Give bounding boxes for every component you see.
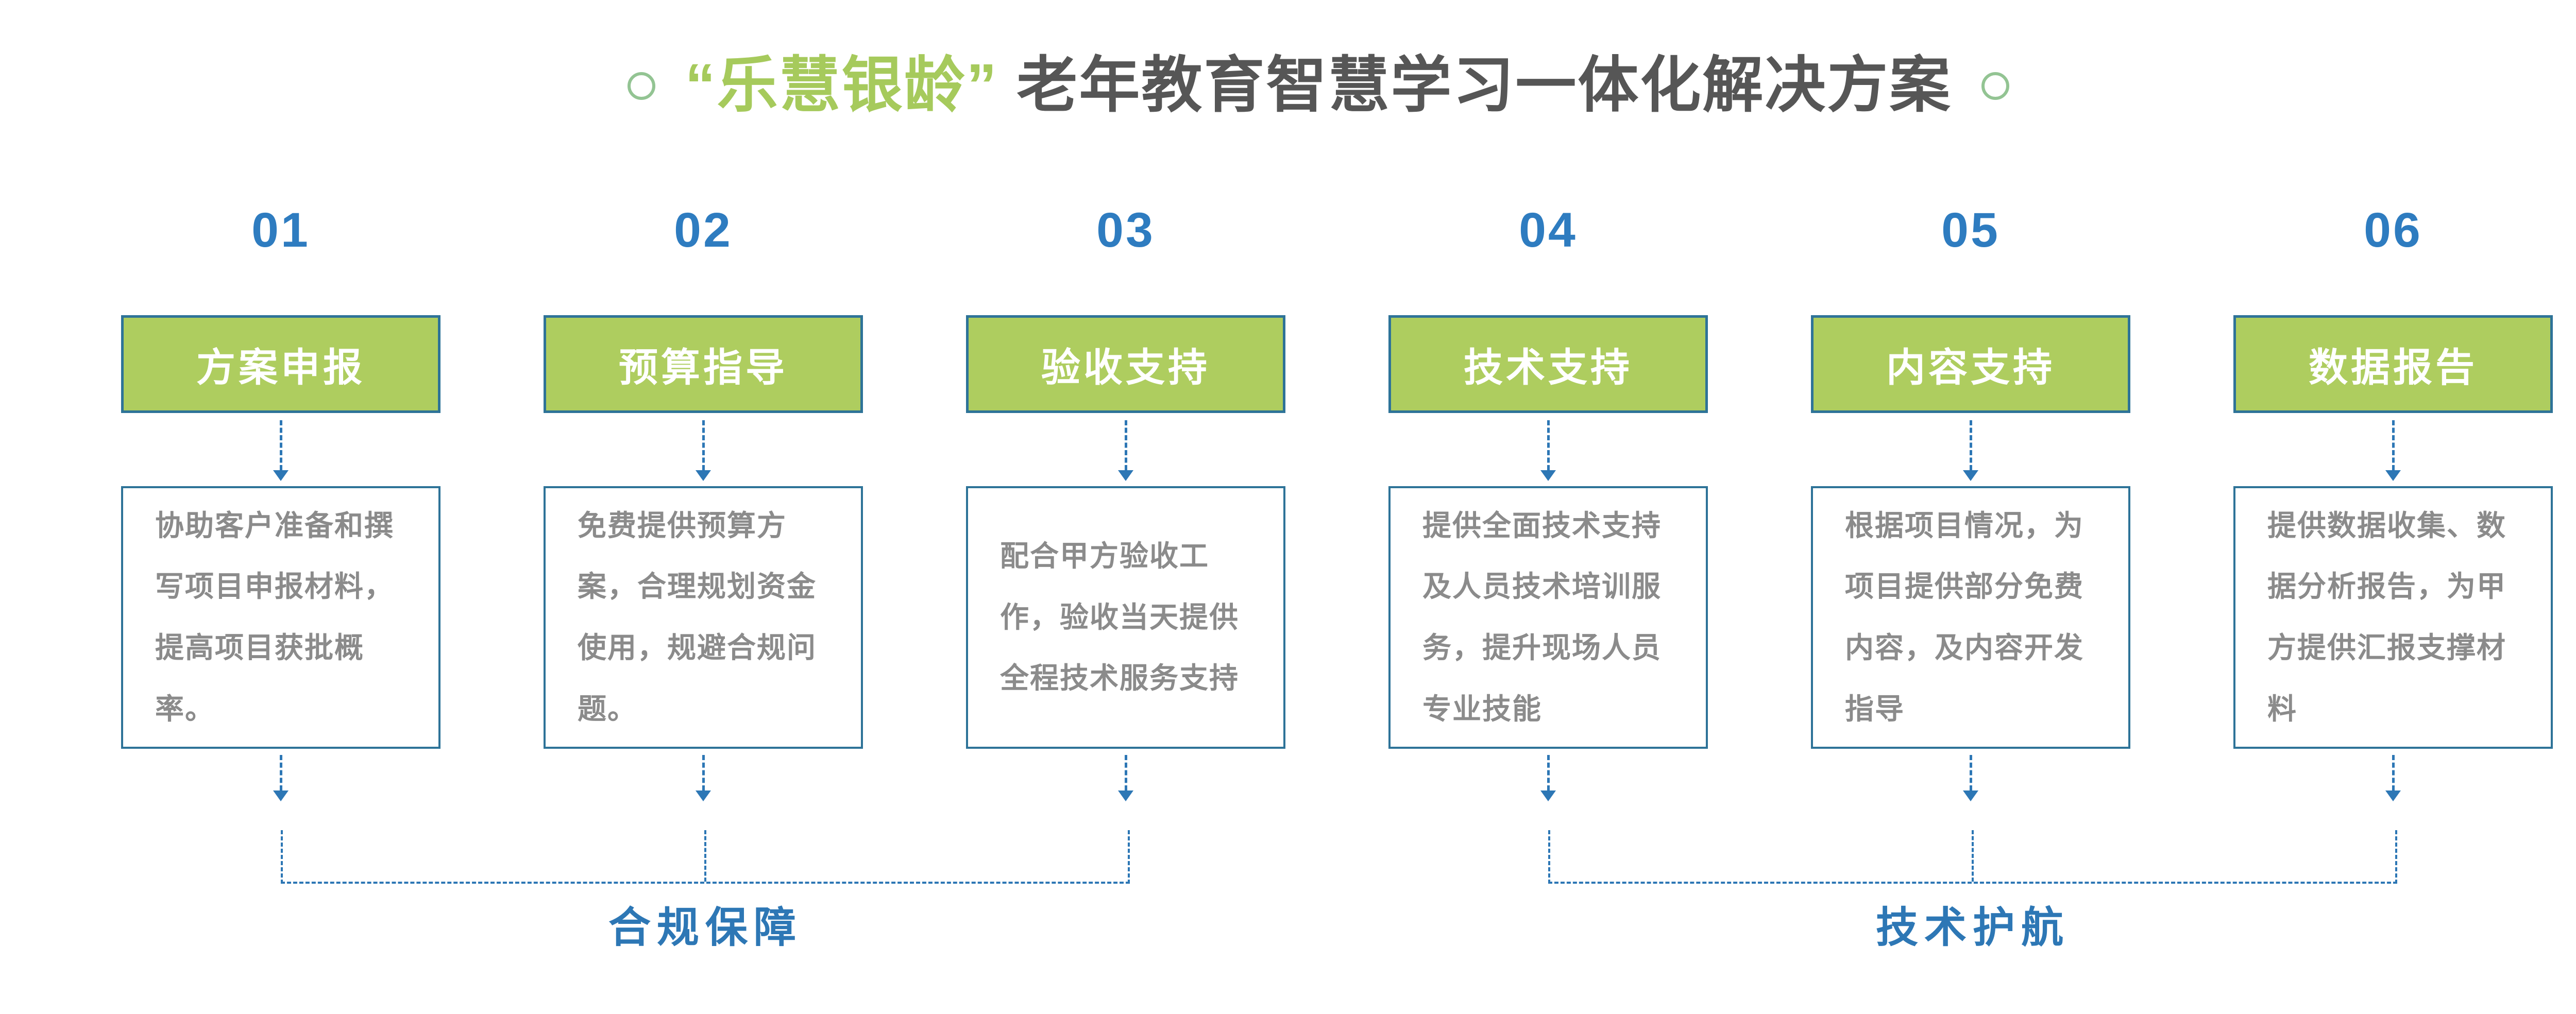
arrow-down-icon [121, 749, 440, 801]
arrow-shaft [1547, 420, 1550, 470]
step-description: 协助客户准备和撰写项目申报材料，提高项目获批概率。 [155, 509, 394, 725]
arrow-shaft [279, 420, 282, 470]
step-description-box: 免费提供预算方案，合理规划资金使用，规避合规问题。 [544, 486, 863, 749]
arrow-down-icon [1811, 749, 2130, 801]
step-description: 根据项目情况，为项目提供部分免费内容，及内容开发指导 [1845, 509, 2084, 725]
arrow-shaft [1124, 420, 1127, 470]
step-header: 技术支持 [1388, 315, 1708, 413]
step-column-06: 06 数据报告 提供数据收集、数据分析报告，为甲方提供汇报支撑材料 [2233, 198, 2553, 801]
step-number: 04 [1519, 203, 1578, 257]
brand-name: “乐慧银龄” [685, 51, 998, 119]
step-number: 05 [1941, 203, 2000, 257]
title-rest: 老年教育智慧学习一体化解决方案 [1016, 51, 1952, 119]
steps-row: 01 方案申报 协助客户准备和撰写项目申报材料，提高项目获批概率。 02 预算指… [121, 198, 2553, 801]
step-description-box: 根据项目情况，为项目提供部分免费内容，及内容开发指导 [1811, 486, 2130, 749]
decorative-ring-right-icon [1981, 72, 2010, 100]
arrow-head [273, 790, 289, 801]
arrow-head [1540, 470, 1556, 481]
step-column-02: 02 预算指导 免费提供预算方案，合理规划资金使用，规避合规问题。 [544, 198, 863, 801]
arrow-down-icon [966, 749, 1285, 801]
step-header: 方案申报 [121, 315, 440, 413]
arrow-shaft [2392, 755, 2395, 790]
step-number: 01 [251, 203, 310, 257]
step-description: 配合甲方验收工作，验收当天提供全程技术服务支持 [1000, 539, 1239, 695]
step-number: 03 [1096, 203, 1155, 257]
step-number: 02 [674, 203, 733, 257]
step-header: 内容支持 [1811, 315, 2130, 413]
bracket-mid-connector [1972, 830, 1974, 882]
step-description: 免费提供预算方案，合理规划资金使用，规避合规问题。 [578, 509, 817, 725]
step-header: 验收支持 [966, 315, 1285, 413]
arrow-head [1118, 470, 1133, 481]
step-number: 06 [2364, 203, 2422, 257]
step-description: 提供全面技术支持及人员技术培训服务，提升现场人员专业技能 [1422, 509, 1662, 725]
bracket-compliance: 合规保障 [281, 830, 1130, 951]
arrow-down-icon [544, 749, 863, 801]
arrow-head [2385, 470, 2401, 481]
arrow-head [1118, 790, 1133, 801]
arrow-down-icon [2233, 749, 2553, 801]
arrow-head [696, 790, 711, 801]
arrow-shaft [702, 420, 705, 470]
step-column-03: 03 验收支持 配合甲方验收工作，验收当天提供全程技术服务支持 [966, 198, 1285, 801]
arrow-down-icon [966, 413, 1285, 486]
step-column-04: 04 技术支持 提供全面技术支持及人员技术培训服务，提升现场人员专业技能 [1388, 198, 1708, 801]
bracket-mid-connector [704, 830, 706, 882]
step-header: 数据报告 [2233, 315, 2553, 413]
arrow-shaft [1969, 420, 1972, 470]
arrow-head [696, 470, 711, 481]
title-row: “乐慧银龄” 老年教育智慧学习一体化解决方案 [0, 49, 2576, 123]
step-description: 提供数据收集、数据分析报告，为甲方提供汇报支撑材料 [2267, 509, 2506, 725]
step-description-box: 提供数据收集、数据分析报告，为甲方提供汇报支撑材料 [2233, 486, 2553, 749]
step-description-box: 配合甲方验收工作，验收当天提供全程技术服务支持 [966, 486, 1285, 749]
arrow-down-icon [121, 413, 440, 486]
step-column-01: 01 方案申报 协助客户准备和撰写项目申报材料，提高项目获批概率。 [121, 198, 440, 801]
arrow-head [1963, 470, 1978, 481]
decorative-ring-left-icon [627, 72, 655, 100]
step-column-05: 05 内容支持 根据项目情况，为项目提供部分免费内容，及内容开发指导 [1811, 198, 2130, 801]
arrow-shaft [702, 755, 705, 790]
step-description-box: 协助客户准备和撰写项目申报材料，提高项目获批概率。 [121, 486, 440, 749]
arrow-shaft [1547, 755, 1550, 790]
arrow-down-icon [544, 413, 863, 486]
arrow-shaft [2392, 420, 2395, 470]
arrow-down-icon [2233, 413, 2553, 486]
arrow-down-icon [1388, 749, 1708, 801]
step-header: 预算指导 [544, 315, 863, 413]
arrow-shaft [279, 755, 282, 790]
page-title: “乐慧银龄” 老年教育智慧学习一体化解决方案 [685, 49, 1952, 123]
bracket-technology: 技术护航 [1548, 830, 2397, 951]
arrow-down-icon [1388, 413, 1708, 486]
arrow-shaft [1969, 755, 1972, 790]
bracket-label-compliance: 合规保障 [608, 904, 802, 951]
arrow-head [2385, 790, 2401, 801]
arrow-down-icon [1811, 413, 2130, 486]
step-description-box: 提供全面技术支持及人员技术培训服务，提升现场人员专业技能 [1388, 486, 1708, 749]
arrow-head [273, 470, 289, 481]
bracket-label-technology: 技术护航 [1875, 904, 2070, 951]
arrow-shaft [1124, 755, 1127, 790]
arrow-head [1963, 790, 1978, 801]
arrow-head [1540, 790, 1556, 801]
